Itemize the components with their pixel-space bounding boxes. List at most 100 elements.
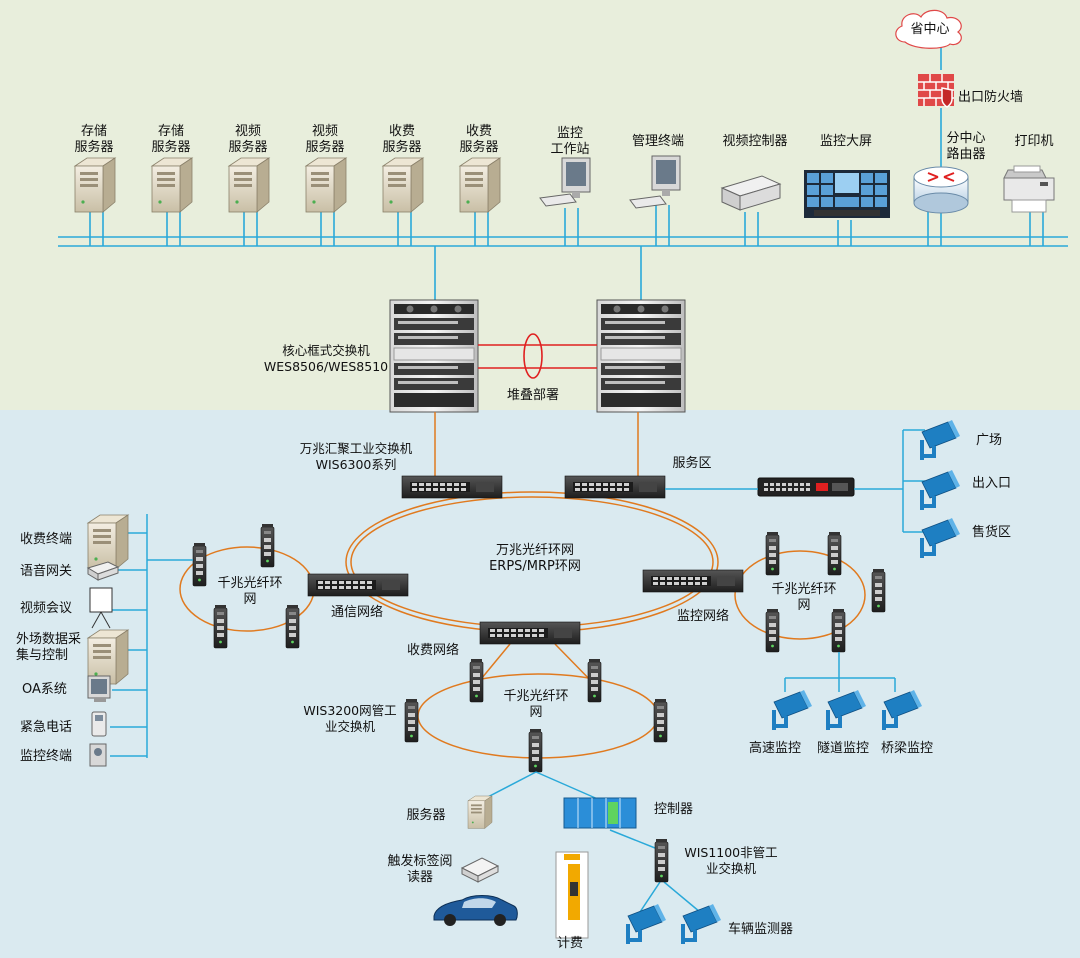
server-label: 存储 服务器 <box>74 124 114 155</box>
server-icon <box>382 157 424 213</box>
din-switch <box>528 728 543 773</box>
left-terminal-label: 语音网关 <box>20 564 73 579</box>
monitor-network-label: 监控网络 <box>676 609 729 624</box>
workstation-icon <box>539 157 591 207</box>
left-terminal-label: OA系统 <box>22 682 67 697</box>
toll-network-label: 收费网络 <box>406 643 459 658</box>
din-switch <box>260 523 275 568</box>
din-switch <box>765 531 780 576</box>
din-switch <box>285 604 300 649</box>
left-terminal-label: 视频会议 <box>20 601 73 616</box>
core-uplinks <box>434 412 639 478</box>
din-switch <box>404 698 419 743</box>
comm-network-label: 通信网络 <box>330 605 383 620</box>
billing-booth-icon <box>555 851 589 939</box>
firewall-label: 出口防火墙 <box>958 90 1024 105</box>
tag-reader-label: 触发标签阅 读器 <box>387 854 453 885</box>
terminal-icon <box>87 514 129 570</box>
din-switch <box>831 608 846 653</box>
left-terminal-label: 收费终端 <box>20 532 73 547</box>
monitor-camera-label: 桥梁监控 <box>880 741 933 756</box>
service-zone-label: 服务区 <box>672 456 712 471</box>
router-label: 分中心 路由器 <box>946 131 986 162</box>
wis3200-label: WIS3200网管工 业交换机 <box>303 703 397 734</box>
video-wall-label: 监控大屏 <box>819 134 872 149</box>
billing-label: 计费 <box>556 936 583 951</box>
printer-label: 打印机 <box>1014 134 1054 149</box>
gigabit-ring-right <box>734 550 866 640</box>
din-switch <box>871 568 886 613</box>
mgmt-terminal-label: 管理终端 <box>631 134 684 149</box>
din-switch <box>827 531 842 576</box>
bottom-zone-background <box>0 410 1080 958</box>
server-label: 视频 服务器 <box>228 124 268 155</box>
left-terminal-label: 外场数据采 集与控制 <box>16 632 82 663</box>
server-label: 收费 服务器 <box>459 124 499 155</box>
gigabit-ring-label: 千兆光纤环 网 <box>217 576 283 607</box>
service-area-switch <box>757 477 855 497</box>
cloud-icon <box>895 9 962 49</box>
service-area-label: 广场 <box>976 433 1003 448</box>
voice-gateway-icon <box>86 561 120 581</box>
video-controller-label: 视频控制器 <box>722 134 788 149</box>
monitor-camera-label: 隧道监控 <box>816 741 869 756</box>
service-area-links <box>665 429 925 533</box>
server-label: 存储 服务器 <box>151 124 191 155</box>
wis1100-label: WIS1100非管工 业交换机 <box>684 845 778 876</box>
left-terminal-label: 监控终端 <box>20 749 73 764</box>
aggregation-label: 万兆汇聚工业交换机 WIS6300系列 <box>299 441 413 472</box>
agg-switch <box>307 573 409 597</box>
agg-switch <box>564 475 666 499</box>
video-controller-icon <box>720 175 782 211</box>
tag-reader-icon <box>460 857 500 883</box>
workstation-label: 监控 工作站 <box>550 126 590 157</box>
stack-link <box>478 333 597 379</box>
controller-label: 控制器 <box>654 802 694 817</box>
server-icon <box>151 157 193 213</box>
toll-server-label: 服务器 <box>406 808 446 823</box>
main-ring-label: 万兆光纤环网 ERPS/MRP环网 <box>489 543 581 574</box>
server-icon <box>305 157 347 213</box>
video-wall-icon <box>804 170 890 218</box>
din-switch <box>469 658 484 703</box>
agg-switch <box>479 621 581 645</box>
service-area-label: 售货区 <box>972 525 1012 540</box>
din-switch <box>587 658 602 703</box>
firewall-icon <box>918 74 954 108</box>
car-icon <box>433 895 518 926</box>
din-switch <box>653 698 668 743</box>
server-label: 视频 服务器 <box>305 124 345 155</box>
din-switch <box>765 608 780 653</box>
controller-icon <box>563 797 637 829</box>
agg-switch <box>642 569 744 593</box>
core-switch-label: 核心框式交换机 WES8506/WES8510 <box>263 343 389 374</box>
server-icon <box>74 157 116 213</box>
emergency-phone-icon <box>91 711 107 737</box>
monitor-camera-label: 高速监控 <box>748 741 801 756</box>
service-area-label: 出入口 <box>972 476 1012 491</box>
left-terminal-label: 紧急电话 <box>20 720 73 735</box>
terminal-icon <box>629 155 681 209</box>
server-label: 收费 服务器 <box>382 124 422 155</box>
router-icon <box>913 166 969 214</box>
core-switch-right <box>596 299 686 413</box>
din-switch <box>654 838 669 883</box>
server-icon <box>467 795 493 829</box>
printer-icon <box>1003 165 1055 213</box>
core-switch-left <box>389 299 479 413</box>
gigabit-ring-label: 千兆光纤环 网 <box>503 689 569 720</box>
server-icon <box>459 157 501 213</box>
oa-system-icon <box>87 675 111 702</box>
monitor-camera-links <box>784 652 896 692</box>
agg-switch <box>401 475 503 499</box>
stack-label: 堆叠部署 <box>506 388 559 403</box>
gigabit-ring-label: 千兆光纤环 网 <box>771 582 837 613</box>
din-switch <box>213 604 228 649</box>
toll-links <box>481 771 701 913</box>
video-conference-icon <box>89 587 113 629</box>
din-switch <box>192 542 207 587</box>
server-icon <box>228 157 270 213</box>
cloud-label: 省中心 <box>910 22 950 37</box>
monitor-terminal-icon <box>89 743 107 767</box>
